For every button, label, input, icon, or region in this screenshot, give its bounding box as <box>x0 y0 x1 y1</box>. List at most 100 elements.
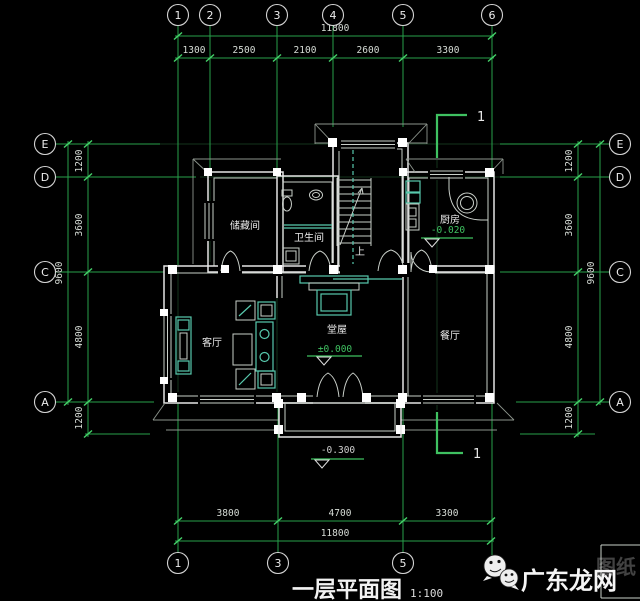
dim-bottom-total: 11800 <box>321 528 350 539</box>
door-hall-west <box>377 249 405 272</box>
room-labels: 储藏间 卫生间 厨房 客厅 堂屋 餐厅 <box>202 213 460 349</box>
doors <box>220 249 433 398</box>
wechat-icon <box>483 554 507 581</box>
section-mark-top <box>435 113 467 158</box>
toilet-tank <box>281 189 293 197</box>
dim-top-1: 1300 <box>183 45 206 56</box>
stairs-up-label: 上 <box>355 246 365 258</box>
watermark-text: 广东龙网 <box>521 567 617 595</box>
watermark-ghost-text: 图纸 <box>596 555 636 579</box>
window-bottom-right <box>423 395 474 404</box>
kitchen-fixtures <box>405 177 488 231</box>
dim-left-1: 1200 <box>74 149 85 172</box>
dim-left-total: 9600 <box>54 261 65 284</box>
porch <box>274 399 405 438</box>
toilet-bowl <box>282 196 292 212</box>
grid-bubble-E-left: E <box>42 138 49 151</box>
bathroom-fixtures <box>281 189 332 265</box>
living-room-furniture <box>175 300 276 390</box>
hall-altar-table <box>299 275 402 316</box>
dim-right-2: 3600 <box>564 213 575 236</box>
window-living-left <box>163 316 172 378</box>
corner-artifact <box>600 544 640 599</box>
dim-top-2: 2500 <box>233 45 256 56</box>
counter <box>448 177 488 221</box>
watermark: 图纸 广东龙网 <box>483 554 636 595</box>
room-label-bathroom: 卫生间 <box>294 231 324 244</box>
door-kitchen <box>410 251 432 273</box>
dim-left-3: 4800 <box>74 325 85 348</box>
window-kitchen-top <box>430 170 463 179</box>
grid-bubble-6-top: 6 <box>489 9 496 22</box>
bath-sink <box>309 189 323 201</box>
room-label-hall: 堂屋 <box>327 324 347 336</box>
door-entry-right <box>342 372 364 398</box>
window-storage-left <box>204 203 214 239</box>
grid-bubble-C-left: C <box>41 266 49 279</box>
door-bathroom <box>308 250 332 272</box>
elevation-hall: ±0.000 <box>318 344 353 355</box>
sofa-set <box>232 300 276 390</box>
grid-bubble-3-top: 3 <box>274 9 281 22</box>
elevation-porch: -0.300 <box>321 445 356 456</box>
room-label-living: 客厅 <box>202 336 222 349</box>
dim-right-total: 9600 <box>586 261 597 284</box>
dim-right-3: 4800 <box>564 325 575 348</box>
grid-bubble-1-top: 1 <box>175 9 182 22</box>
room-label-dining: 餐厅 <box>440 329 460 342</box>
stove <box>405 192 421 204</box>
door-storage <box>220 250 241 272</box>
grid-bubble-A-right: A <box>616 396 624 409</box>
section-label-bottom: 1 <box>473 447 481 462</box>
dim-bottom-3: 3300 <box>436 508 459 519</box>
section-markers: 1 1 <box>435 110 485 462</box>
washer <box>282 247 300 265</box>
drawing-title: 一层平面图 <box>292 578 402 601</box>
kitchen-sink <box>456 192 478 214</box>
windows <box>163 140 474 404</box>
dim-top-5: 3300 <box>437 45 460 56</box>
cabinet <box>405 203 420 231</box>
section-label-top: 1 <box>477 110 485 125</box>
dim-bottom-1: 3800 <box>217 508 240 519</box>
wechat-icon-small <box>499 568 519 590</box>
window-bottom-left <box>200 395 254 404</box>
axis-grid-left: 1200 3600 4800 1200 9600 E D C A <box>33 132 196 439</box>
grid-bubble-E-right: E <box>617 138 624 151</box>
stairs: 上 <box>336 150 372 264</box>
drawing-scale: 1:100 <box>410 587 443 600</box>
grid-bubble-4-top: 4 <box>330 9 337 22</box>
dim-left-extra: 1200 <box>74 406 85 429</box>
grid-bubble-D-left: D <box>41 171 49 184</box>
columns <box>160 138 494 434</box>
grid-bubble-5-top: 5 <box>400 9 407 22</box>
fridge <box>405 180 421 193</box>
elevation-kitchen: -0.020 <box>431 225 466 236</box>
axis-grid-right: 1200 3600 4800 1200 9600 E D C A <box>500 132 632 439</box>
grid-bubble-D-right: D <box>616 171 624 184</box>
title-block: 一层平面图 1:100 <box>292 578 443 601</box>
grid-bubble-1-bottom: 1 <box>175 557 182 570</box>
dim-top-total: 11800 <box>321 23 350 34</box>
room-label-kitchen: 厨房 <box>440 213 460 226</box>
grid-bubble-C-right: C <box>616 266 624 279</box>
axis-grid-top: 11800 1300 2500 2100 2600 3300 1 2 3 4 5… <box>166 3 504 265</box>
room-label-storage: 储藏间 <box>230 219 260 232</box>
coffee-table <box>232 333 253 366</box>
grid-bubble-A-left: A <box>41 396 49 409</box>
dim-left-2: 3600 <box>74 213 85 236</box>
tv-cabinet <box>175 316 192 375</box>
dim-bottom-2: 4700 <box>329 508 352 519</box>
elevation-markers: ±0.000 -0.020 -0.300 <box>307 225 473 469</box>
axis-grid-bottom: 3800 4700 3300 11800 1 3 5 <box>166 403 496 575</box>
door-entry-left <box>316 372 340 398</box>
grid-bubble-5-bottom: 5 <box>400 557 407 570</box>
dim-top-3: 2100 <box>294 45 317 56</box>
dim-right-1: 1200 <box>564 149 575 172</box>
dim-right-extra: 1200 <box>564 406 575 429</box>
window-bay-top <box>341 140 395 149</box>
dim-top-4: 2600 <box>357 45 380 56</box>
grid-bubble-2-top: 2 <box>207 9 214 22</box>
